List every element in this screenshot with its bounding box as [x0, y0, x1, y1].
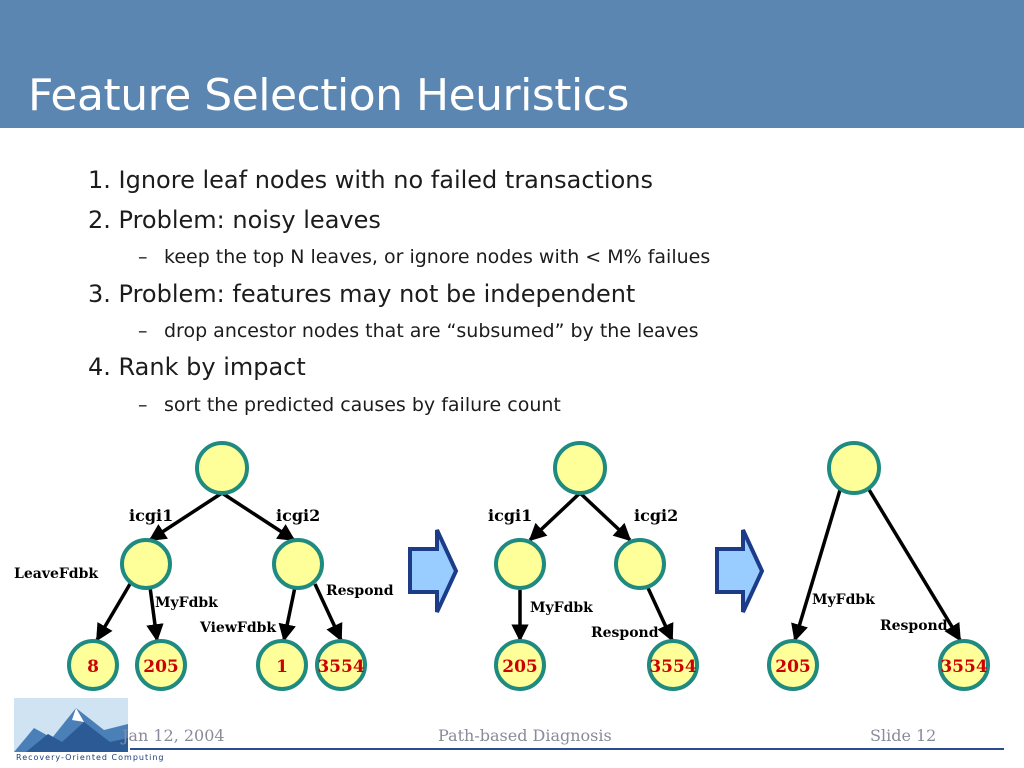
- bullet-1: 1. Ignore leaf nodes with no failed tran…: [88, 166, 653, 194]
- edge-label: LeaveFdbk: [14, 566, 98, 582]
- tree2-edges: [511, 491, 674, 642]
- edge-labels: icgi1 icgi2 LeaveFdbk MyFdbk ViewFdbk Re…: [14, 506, 948, 641]
- logo-caption: Recovery-Oriented Computing: [16, 753, 165, 762]
- tree2-leaf-2: [647, 639, 699, 691]
- bullet-4: 4. Rank by impact: [88, 353, 306, 381]
- dash-marker: –: [138, 246, 148, 268]
- sub-bullet-2: –keep the top N leaves, or ignore nodes …: [138, 246, 710, 268]
- internal-nodes: [120, 441, 881, 590]
- edge-label: icgi2: [634, 506, 678, 525]
- roc-logo: [14, 698, 128, 756]
- edge-label: MyFdbk: [530, 600, 593, 616]
- leaf-values: 8 205 1 3554 205 3554 205 3554: [87, 657, 988, 677]
- edge-label: MyFdbk: [812, 592, 875, 608]
- edge-label: Respond: [326, 583, 394, 599]
- tree2-node-icgi2: [614, 538, 666, 590]
- leaf-value: 205: [502, 657, 538, 677]
- edge-leavefdbk: [95, 583, 132, 642]
- title-bar: [0, 0, 1024, 128]
- edge-respond: [866, 487, 962, 642]
- edge-icgi1: [148, 491, 223, 542]
- leaf-value: 205: [143, 657, 179, 677]
- footer-title: Path-based Diagnosis: [438, 726, 612, 745]
- bullet-3: 3. Problem: features may not be independ…: [88, 280, 636, 308]
- tree3-edges: [791, 487, 962, 642]
- sub-bullet-4-text: sort the predicted causes by failure cou…: [164, 394, 561, 416]
- right-arrow-icon: [715, 529, 765, 613]
- footer-date: Jan 12, 2004: [122, 726, 225, 745]
- tree1-leaf-1: [67, 639, 119, 691]
- leaf-value: 3554: [649, 657, 696, 677]
- edge-respond: [313, 583, 343, 642]
- edge-label: icgi2: [276, 506, 320, 525]
- dash-marker: –: [138, 394, 148, 416]
- leaf-value: 3554: [317, 657, 364, 677]
- leaf-value: 8: [87, 657, 99, 677]
- sub-bullet-3-text: drop ancestor nodes that are “subsumed” …: [164, 320, 699, 342]
- right-arrow-icon: [408, 529, 459, 613]
- edge-myfdbk: [791, 489, 842, 642]
- dash-marker: –: [138, 320, 148, 342]
- tree3-leaf-1: [767, 639, 819, 691]
- tree1-leaf-3: [256, 639, 308, 691]
- edge-icgi2: [578, 491, 632, 542]
- edge-myfdbk: [146, 586, 164, 642]
- edge-icgi2: [221, 491, 296, 542]
- edge-label: Respond: [880, 618, 948, 634]
- leaf-value: 3554: [940, 657, 987, 677]
- sub-bullet-3: –drop ancestor nodes that are “subsumed”…: [138, 320, 699, 342]
- leaf-nodes: [67, 639, 990, 691]
- tree1-root-node: [195, 441, 249, 495]
- tree1-node-icgi1: [120, 538, 172, 590]
- edge-label: icgi1: [488, 506, 532, 525]
- edge-label: icgi1: [129, 506, 173, 525]
- tree2-root-node: [553, 441, 607, 495]
- tree3-root-node: [827, 441, 881, 495]
- edge-label: Respond: [591, 625, 659, 641]
- sub-bullet-2-text: keep the top N leaves, or ignore nodes w…: [164, 246, 711, 268]
- slide-title: Feature Selection Heuristics: [28, 70, 629, 121]
- leaf-value: 205: [775, 657, 811, 677]
- tree1-leaf-2: [135, 639, 187, 691]
- tree1-edges: [95, 491, 343, 642]
- bullet-2: 2. Problem: noisy leaves: [88, 206, 381, 234]
- tree3-leaf-2: [938, 639, 990, 691]
- footer-divider: [130, 748, 1004, 750]
- edge-icgi1: [528, 491, 582, 542]
- edge-label: ViewFdbk: [199, 620, 276, 636]
- tree2-node-icgi1: [494, 538, 546, 590]
- sub-bullet-4: –sort the predicted causes by failure co…: [138, 394, 561, 416]
- tree1-node-icgi2: [272, 538, 324, 590]
- slide-number: Slide 12: [870, 726, 937, 745]
- tree1-leaf-4: [315, 639, 367, 691]
- leaf-value: 1: [276, 657, 288, 677]
- edge-viewfdbk: [278, 586, 297, 642]
- edge-label: MyFdbk: [155, 595, 218, 611]
- tree2-leaf-1: [494, 639, 546, 691]
- edge-respond: [646, 587, 674, 642]
